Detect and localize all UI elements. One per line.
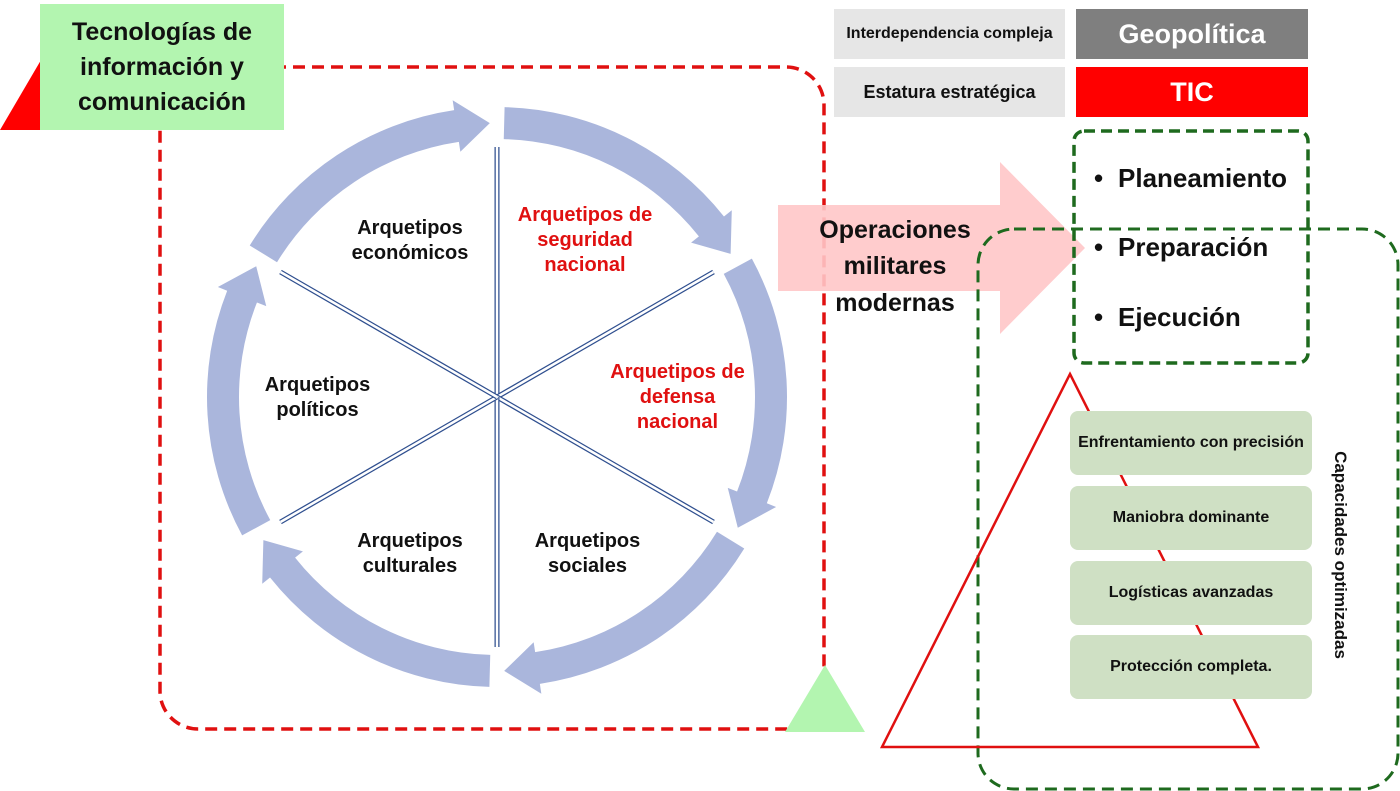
wheel-spoke-inner <box>496 395 715 524</box>
capability-box-maniobra: Maniobra dominante <box>1070 486 1312 550</box>
red-outline-triangle <box>879 371 1261 749</box>
green-triangle-marker <box>785 665 865 732</box>
operations-arrow <box>778 162 1085 334</box>
capability-box-logistica: Logísticas avanzadas <box>1070 561 1312 625</box>
phase-item-preparacion: • Preparación <box>1094 232 1268 263</box>
tic-title-box: Tecnologías de información y comunicació… <box>40 4 284 130</box>
phases-dashed-frame <box>1072 129 1310 365</box>
wheel-spoke-inner <box>279 270 498 399</box>
segment-label-economicos: Arquetipos económicos <box>351 217 469 264</box>
cycle-arrow-segment <box>262 540 491 687</box>
bullet: • <box>1094 163 1104 193</box>
cycle-arrow-segment <box>503 107 732 254</box>
segment-label-sociales: Arquetipos sociales <box>534 530 641 577</box>
cycle-arrow-segment <box>504 531 745 694</box>
segment-label-culturales: Arquetipos culturales <box>357 530 463 577</box>
cycle-arrow-segment <box>206 266 271 536</box>
phase-item-planeamiento: • Planeamiento <box>1094 163 1287 194</box>
tic-box: TIC <box>1076 67 1308 117</box>
wheel-spoke-inner <box>496 270 715 399</box>
phase-label: Planeamiento <box>1118 163 1288 193</box>
estatura-box: Estatura estratégica <box>834 67 1065 117</box>
wheel-spoke-inner <box>279 395 498 524</box>
segment-label-defensa: Arquetipos de defensa nacional <box>610 361 745 433</box>
cycle-arrow-segment <box>723 258 788 528</box>
capability-box-proteccion: Protección completa. <box>1070 635 1312 699</box>
cycle-arrows <box>206 100 788 694</box>
capabilities-title: Capacidades optimizadas <box>1331 451 1350 659</box>
cycle-arrow-segment <box>249 100 490 263</box>
red-dashed-frame <box>158 65 826 731</box>
operations-label: Operaciones militares modernas <box>819 216 971 317</box>
bullet: • <box>1094 232 1104 262</box>
interdependence-box: Interdependencia compleja <box>834 9 1065 59</box>
capability-box-precision: Enfrentamiento con precisión <box>1070 411 1312 475</box>
phase-item-ejecucion: • Ejecución <box>1094 302 1241 333</box>
phase-label: Ejecución <box>1118 302 1241 332</box>
geopolitics-box: Geopolítica <box>1076 9 1308 59</box>
segment-label-seguridad: Arquetipos de seguridad nacional <box>517 204 653 276</box>
bullet: • <box>1094 302 1104 332</box>
segment-label-politicos: Arquetipos políticos <box>264 374 371 421</box>
capabilities-dashed-frame <box>976 227 1400 791</box>
phase-label: Preparación <box>1118 232 1269 262</box>
wheel-spokes <box>279 147 715 647</box>
